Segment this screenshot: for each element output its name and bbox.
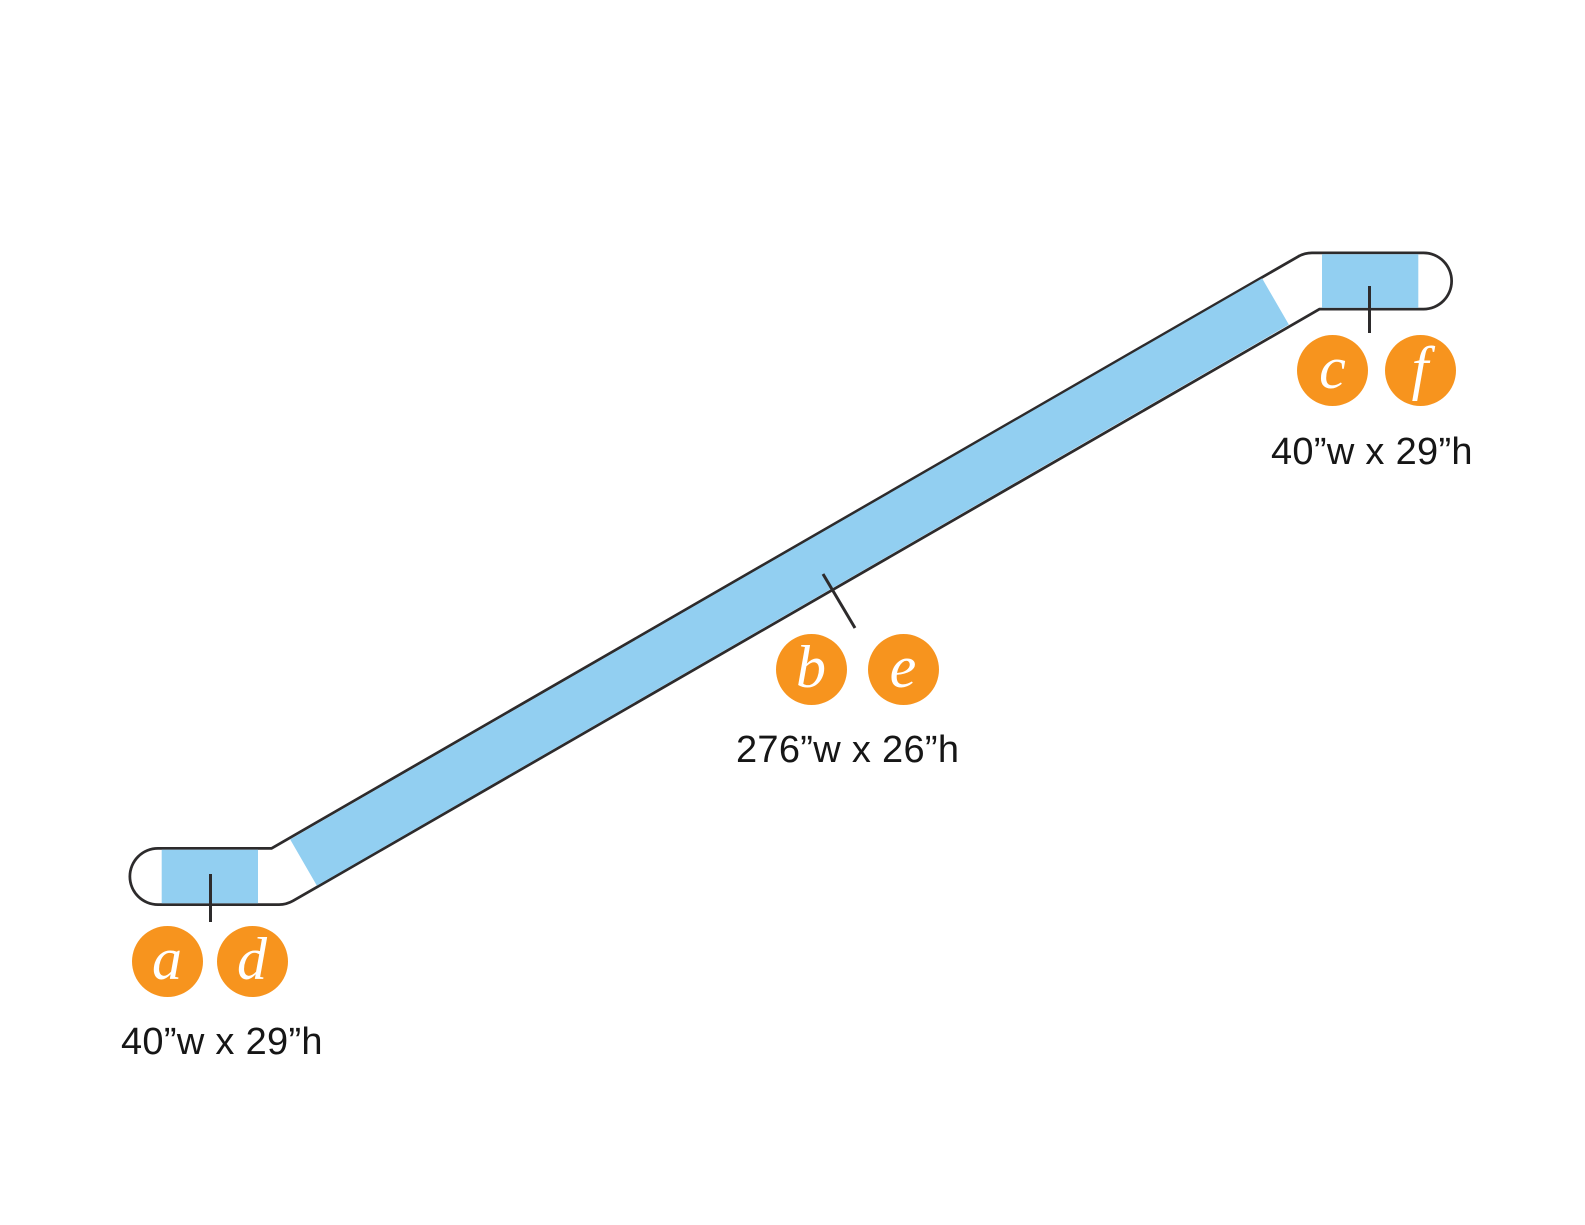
- dimension-label-top: 40”w x 29”h: [1271, 431, 1473, 473]
- marker-f: f: [1384, 334, 1456, 406]
- pointer-line-middle: [821, 573, 857, 629]
- dimension-label-middle: 276”w x 26”h: [736, 729, 960, 771]
- marker-d: d: [216, 925, 288, 997]
- marker-b: b: [775, 633, 847, 705]
- diagonal-ad-panel: [290, 278, 1289, 886]
- marker-c: c: [1297, 334, 1368, 406]
- marker-e: e: [867, 633, 939, 705]
- marker-a: a: [131, 925, 203, 997]
- dimension-label-bottom: 40”w x 29”h: [121, 1021, 323, 1063]
